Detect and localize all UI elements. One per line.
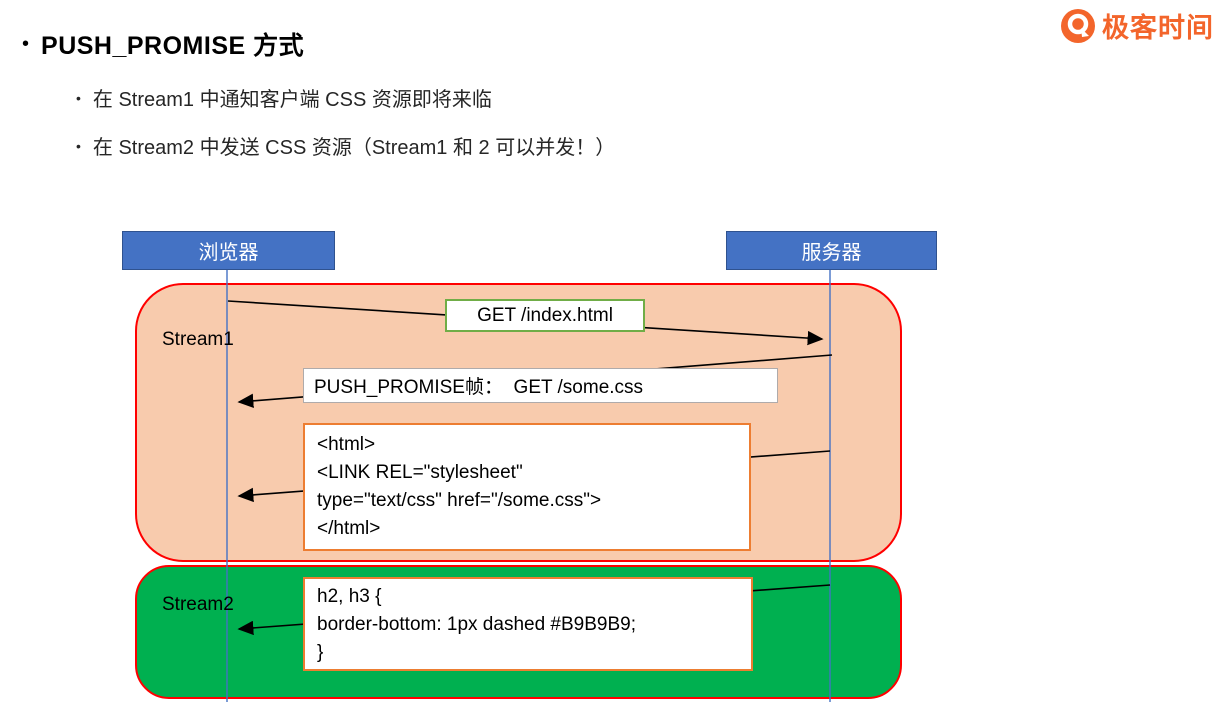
server-actor-box: 服务器 [726, 231, 937, 270]
browser-actor-box: 浏览器 [122, 231, 335, 270]
get-request-box: GET /index.html [445, 299, 645, 332]
css-response-box: h2, h3 { border-bottom: 1px dashed #B9B9… [303, 577, 753, 671]
slide-title-row: PUSH_PROMISE 方式 [22, 26, 304, 62]
html-response-box: <html> <LINK REL="stylesheet" type="text… [303, 423, 751, 551]
stream2-label: Stream2 [162, 594, 234, 615]
bullet-icon [22, 34, 29, 54]
bullet-text-1: 在 Stream1 中通知客户端 CSS 资源即将来临 [92, 89, 492, 111]
bullet-icon [76, 91, 81, 105]
bullet-icon [76, 139, 81, 153]
geektime-logo-icon [1061, 8, 1095, 43]
geektime-logo-text: 极客时间 [1102, 13, 1214, 43]
push-promise-box: PUSH_PROMISE帧： GET /some.css [303, 368, 778, 403]
bullet-text-2: 在 Stream2 中发送 CSS 资源（Stream1 和 2 可以并发！） [92, 137, 616, 159]
bullet-item-2: 在 Stream2 中发送 CSS 资源（Stream1 和 2 可以并发！） [76, 131, 615, 160]
slide-title: PUSH_PROMISE 方式 [41, 32, 305, 60]
stream1-label: Stream1 [162, 329, 234, 350]
geektime-logo: 极客时间 [1060, 6, 1214, 45]
bullet-item-1: 在 Stream1 中通知客户端 CSS 资源即将来临 [76, 83, 492, 112]
